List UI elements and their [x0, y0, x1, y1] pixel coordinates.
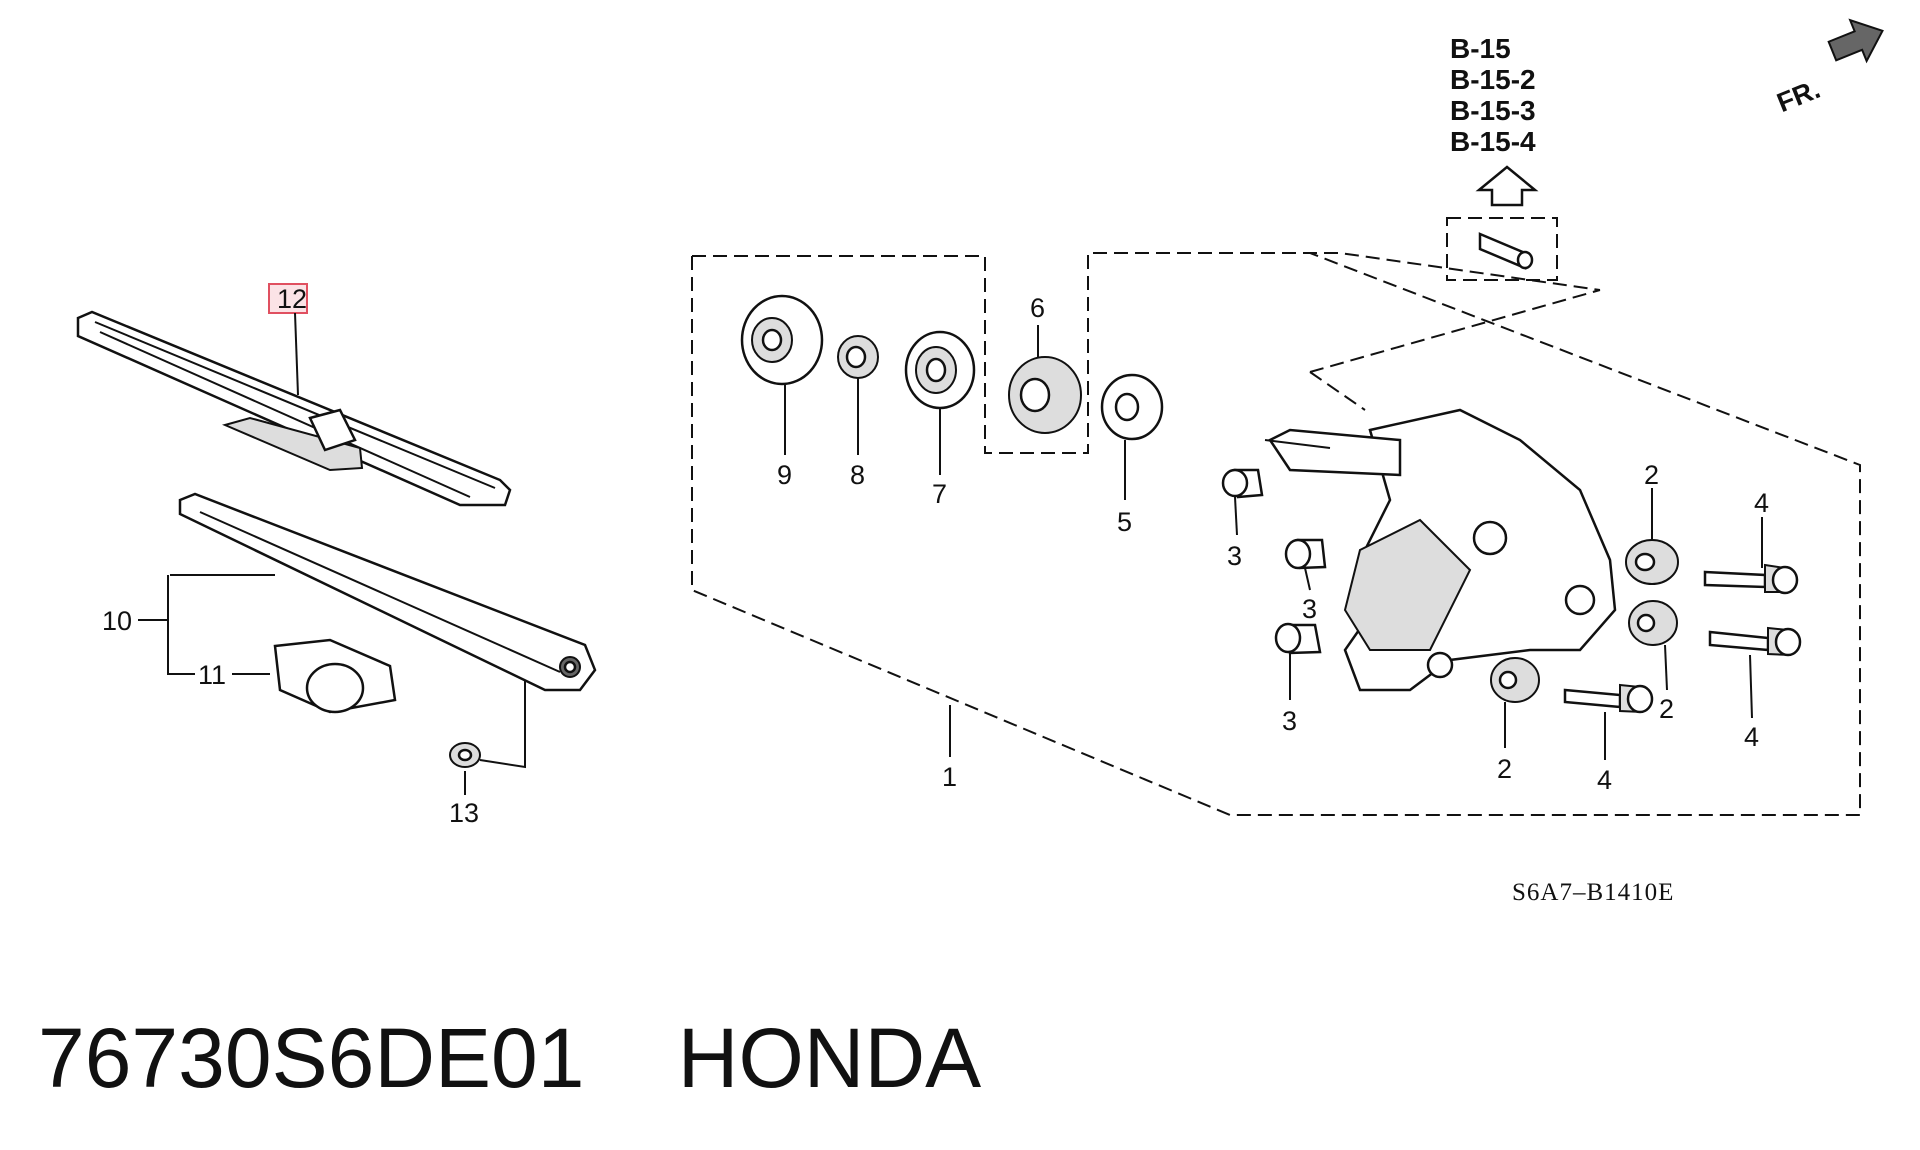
reference-pin — [1478, 232, 1534, 270]
wiper-arm[interactable] — [178, 492, 597, 692]
grommet-6[interactable] — [1008, 356, 1082, 434]
reference-code-2[interactable]: B-15-2 — [1450, 64, 1536, 95]
callout-4-b[interactable]: 4 — [1744, 722, 1759, 752]
grommet-2-a[interactable] — [1625, 539, 1679, 585]
highlighted-part-box — [268, 283, 308, 314]
callout-3-top[interactable]: 3 — [1227, 541, 1242, 571]
callout-4-a[interactable]: 4 — [1754, 488, 1769, 518]
wiper-motor[interactable] — [1264, 408, 1617, 692]
front-direction-label: FR. — [1773, 74, 1825, 118]
callout-12[interactable]: 12 — [277, 284, 307, 314]
flange-nut[interactable] — [449, 742, 481, 768]
part-footer: 76730S6DE01 HONDA — [38, 1010, 981, 1107]
bushing-7[interactable] — [904, 330, 976, 410]
callout-4-c[interactable]: 4 — [1597, 765, 1612, 795]
nut-8[interactable] — [837, 335, 879, 379]
reference-code-3[interactable]: B-15-3 — [1450, 95, 1536, 126]
callout-13[interactable]: 13 — [449, 798, 479, 828]
collar-3-low[interactable] — [1274, 622, 1322, 655]
callout-11[interactable]: 11 — [198, 660, 226, 690]
callout-2-b[interactable]: 2 — [1659, 694, 1674, 724]
reference-code-1[interactable]: B-15 — [1450, 33, 1511, 64]
diagram-code: S6A7–B1410E — [1512, 879, 1674, 906]
reference-code-4[interactable]: B-15-4 — [1450, 126, 1536, 157]
callout-9[interactable]: 9 — [777, 460, 792, 490]
bolt-4-a[interactable] — [1703, 563, 1799, 595]
callout-6[interactable]: 6 — [1030, 293, 1045, 323]
grommet-2-c[interactable] — [1490, 657, 1540, 703]
reference-arrow-icon — [1475, 165, 1539, 207]
callout-3-low[interactable]: 3 — [1282, 706, 1297, 736]
bushing-9[interactable] — [740, 294, 824, 386]
callout-10[interactable]: 10 — [102, 606, 132, 636]
callout-2-c[interactable]: 2 — [1497, 754, 1512, 784]
callout-8[interactable]: 8 — [850, 460, 865, 490]
part-number: 76730S6DE01 — [38, 1011, 585, 1105]
collar-3-top[interactable] — [1221, 468, 1264, 499]
collar-3-mid[interactable] — [1284, 538, 1327, 570]
callout-1[interactable]: 1 — [942, 762, 957, 792]
washer-5[interactable] — [1100, 373, 1164, 441]
front-arrow-icon — [1827, 18, 1884, 64]
wiper-arm-cap[interactable] — [273, 638, 397, 714]
callout-5[interactable]: 5 — [1117, 507, 1132, 537]
callout-3-mid[interactable]: 3 — [1302, 594, 1317, 624]
reference-detail-box — [1446, 217, 1558, 281]
bolt-4-b[interactable] — [1708, 626, 1802, 657]
bolt-4-c[interactable] — [1563, 683, 1654, 714]
grommet-2-b[interactable] — [1628, 600, 1678, 646]
wiper-blade[interactable] — [76, 310, 512, 507]
callout-7[interactable]: 7 — [932, 479, 947, 509]
brand-name: HONDA — [677, 1011, 982, 1105]
callout-2-a[interactable]: 2 — [1644, 460, 1659, 490]
